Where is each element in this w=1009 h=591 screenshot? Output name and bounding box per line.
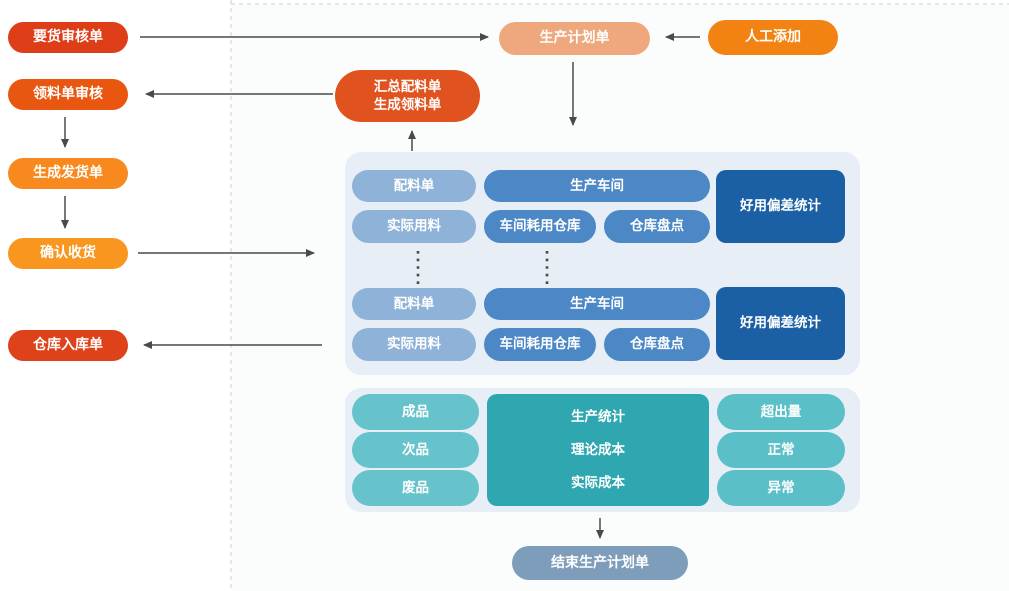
node-production-stats-box: 生产统计 理论成本 实际成本 — [487, 394, 709, 506]
stats-line-theoretical-cost: 理论成本 — [571, 441, 625, 458]
node-workshop-2: 生产车间 — [484, 288, 710, 320]
node-picking-review: 领料单审核 — [8, 79, 128, 110]
node-deviation-stats-2: 好用偏差统计 — [716, 287, 845, 360]
summary-picking-line2: 生成领料单 — [373, 97, 442, 113]
node-summary-picking: 汇总配料单 生成领料单 — [335, 70, 480, 122]
node-consume-warehouse-1: 车间耗用仓库 — [484, 210, 596, 243]
node-create-delivery: 生成发货单 — [8, 158, 128, 189]
node-workshop-1: 生产车间 — [484, 170, 710, 202]
node-end-production-plan: 结束生产计划单 — [512, 546, 688, 580]
node-demand-review: 要货审核单 — [8, 22, 128, 53]
node-production-plan: 生产计划单 — [499, 22, 650, 55]
node-stocktake-1: 仓库盘点 — [604, 210, 710, 243]
node-normal: 正常 — [717, 432, 845, 468]
node-stocktake-2: 仓库盘点 — [604, 328, 710, 361]
node-finished-goods: 成品 — [352, 394, 479, 430]
node-deviation-stats-1: 好用偏差统计 — [716, 170, 845, 243]
node-bom-2: 配料单 — [352, 288, 476, 320]
node-defective-goods: 次品 — [352, 432, 479, 468]
node-confirm-receipt: 确认收货 — [8, 238, 128, 269]
node-consume-warehouse-2: 车间耗用仓库 — [484, 328, 596, 361]
node-bom-1: 配料单 — [352, 170, 476, 202]
node-actual-usage-2: 实际用料 — [352, 328, 476, 361]
stats-line-actual-cost: 实际成本 — [571, 475, 625, 492]
node-scrap-goods: 废品 — [352, 470, 479, 506]
node-abnormal: 异常 — [717, 470, 845, 506]
node-actual-usage-1: 实际用料 — [352, 210, 476, 243]
stats-line-production: 生产统计 — [571, 408, 625, 425]
node-warehouse-inbound: 仓库入库单 — [8, 330, 128, 361]
node-manual-add: 人工添加 — [708, 20, 838, 55]
node-over-quantity: 超出量 — [717, 394, 845, 430]
summary-picking-line1: 汇总配料单 — [373, 78, 442, 95]
